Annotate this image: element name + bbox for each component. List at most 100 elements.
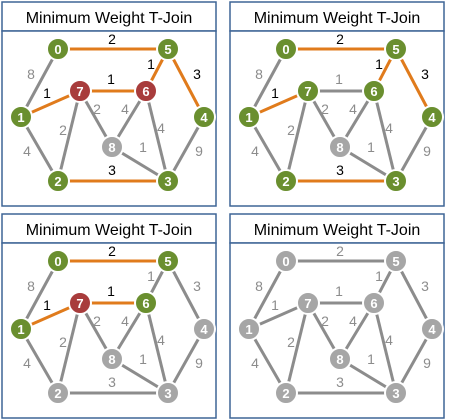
node-label-3: 3 [164, 386, 171, 401]
edge-5-4 [166, 48, 206, 118]
node-label-0: 0 [282, 42, 289, 57]
edge-weight-7-6: 1 [107, 71, 115, 87]
node-2 [46, 381, 70, 405]
edge-weight-5-4: 3 [421, 278, 429, 294]
edge-weight-1-7: 1 [271, 85, 279, 101]
edge-weight-1-2: 4 [251, 143, 259, 159]
title-box [1, 213, 217, 244]
node-label-2: 2 [54, 174, 61, 189]
edge-weight-5-4: 3 [193, 66, 201, 82]
edge-1-2 [247, 328, 288, 394]
edge-weight-6-3: 4 [385, 120, 393, 136]
node-7 [296, 291, 320, 315]
panel-title: Minimum Weight T-Join [254, 222, 421, 239]
edge-weight-5-4: 3 [421, 66, 429, 82]
edge-5-4 [394, 260, 434, 330]
edge-1-2 [247, 116, 288, 182]
edge-4-3 [166, 328, 206, 394]
edge-1-2 [19, 328, 60, 394]
edge-weight-1-2: 4 [23, 355, 31, 371]
edge-weight-7-2: 2 [287, 122, 295, 138]
edge-weight-4-3: 9 [423, 355, 431, 371]
node-label-0: 0 [54, 42, 61, 57]
node-label-6: 6 [142, 84, 149, 99]
node-6 [134, 79, 158, 103]
node-5 [156, 37, 180, 61]
graph-box [1, 30, 217, 207]
node-label-5: 5 [392, 42, 399, 57]
node-label-8: 8 [336, 352, 343, 367]
node-7 [68, 291, 92, 315]
node-4 [420, 105, 444, 129]
node-label-7: 7 [304, 296, 311, 311]
edge-weight-5-6: 1 [375, 268, 383, 284]
edge-weight-7-6: 1 [335, 71, 343, 87]
edge-weight-0-5: 2 [336, 243, 344, 259]
node-label-0: 0 [282, 254, 289, 269]
edge-0-1 [19, 260, 60, 330]
node-7 [68, 79, 92, 103]
node-1 [9, 105, 33, 129]
node-label-1: 1 [245, 322, 252, 337]
node-5 [384, 37, 408, 61]
edge-weight-6-3: 4 [157, 120, 165, 136]
node-4 [420, 317, 444, 341]
edge-weight-5-6: 1 [147, 56, 155, 72]
edge-weight-2-3: 3 [336, 162, 344, 178]
edge-weight-0-1: 8 [255, 66, 263, 82]
node-label-4: 4 [200, 322, 208, 337]
edge-weight-2-3: 3 [336, 374, 344, 390]
node-7 [296, 79, 320, 103]
edge-weight-4-3: 9 [195, 355, 203, 371]
node-label-8: 8 [108, 140, 115, 155]
panel-title: Minimum Weight T-Join [26, 222, 193, 239]
node-label-0: 0 [54, 254, 61, 269]
edge-weight-1-7: 1 [271, 297, 279, 313]
edge-weight-7-8: 2 [321, 101, 329, 117]
edge-weight-8-3: 1 [139, 139, 147, 155]
node-8 [328, 135, 352, 159]
edge-1-2 [19, 116, 60, 182]
title-box [229, 1, 445, 32]
node-label-1: 1 [245, 110, 252, 125]
edge-weight-7-8: 2 [321, 313, 329, 329]
edge-weight-0-5: 2 [336, 31, 344, 47]
node-label-7: 7 [76, 84, 83, 99]
node-8 [328, 347, 352, 371]
edge-weight-8-3: 1 [139, 351, 147, 367]
edge-6-3 [144, 302, 170, 394]
node-1 [237, 105, 261, 129]
node-4 [192, 105, 216, 129]
node-label-7: 7 [304, 84, 311, 99]
edge-weight-7-8: 2 [93, 313, 101, 329]
edge-weight-0-5: 2 [108, 31, 116, 47]
edge-6-3 [144, 90, 170, 182]
node-0 [46, 37, 70, 61]
edge-weight-1-2: 4 [23, 143, 31, 159]
edge-weight-6-3: 4 [385, 332, 393, 348]
node-5 [384, 249, 408, 273]
edge-5-4 [394, 48, 434, 118]
edge-weight-5-4: 3 [193, 278, 201, 294]
edge-4-3 [166, 116, 206, 182]
node-3 [384, 169, 408, 193]
node-label-5: 5 [164, 254, 171, 269]
node-1 [9, 317, 33, 341]
node-2 [274, 169, 298, 193]
edge-0-1 [19, 48, 60, 118]
node-label-1: 1 [17, 322, 24, 337]
node-8 [100, 135, 124, 159]
node-label-6: 6 [370, 84, 377, 99]
edge-6-3 [372, 90, 398, 182]
edge-7-2 [56, 90, 82, 182]
node-label-7: 7 [76, 296, 83, 311]
edge-weight-7-6: 1 [107, 283, 115, 299]
node-3 [384, 381, 408, 405]
